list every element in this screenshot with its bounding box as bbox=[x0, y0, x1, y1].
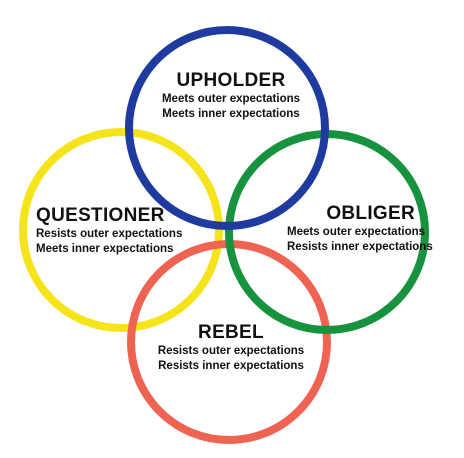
questioner-circle bbox=[19, 128, 223, 332]
rebel-title: REBEL bbox=[198, 322, 264, 343]
questioner-label: QUESTIONER Resists outer expectations Me… bbox=[36, 205, 182, 257]
questioner-inner-text: Meets inner expectations bbox=[36, 243, 174, 255]
questioner-title: QUESTIONER bbox=[36, 205, 165, 226]
upholder-inner-text: Meets inner expectations bbox=[162, 108, 300, 120]
obliger-label: OBLIGER Meets outer expectations Resists… bbox=[287, 203, 433, 255]
upholder-circle bbox=[125, 26, 329, 230]
obliger-outer-text: Meets outer expectations bbox=[287, 226, 426, 238]
questioner-outer-text: Resists outer expectations bbox=[36, 228, 183, 240]
rebel-label: REBEL Resists outer expectations Resists… bbox=[136, 322, 326, 374]
obliger-inner-text: Resists inner expectations bbox=[287, 241, 433, 253]
upholder-outer-text: Meets outer expectations bbox=[161, 93, 301, 105]
obliger-title: OBLIGER bbox=[326, 203, 415, 224]
upholder-label: UPHOLDER Meets outer expectations Meets … bbox=[136, 70, 326, 122]
rebel-inner-text: Resists inner expectations bbox=[158, 360, 304, 372]
upholder-title: UPHOLDER bbox=[176, 70, 286, 91]
rebel-outer-text: Resists outer expectations bbox=[157, 345, 305, 357]
